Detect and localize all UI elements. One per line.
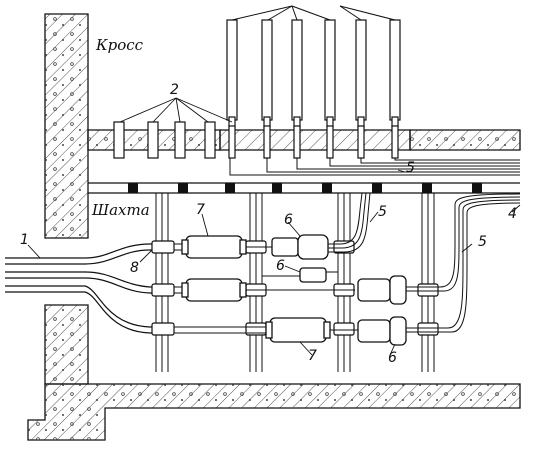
room-label-shaft: Шахта (91, 201, 150, 219)
callout-1: 1 (20, 232, 29, 248)
callout-5-right: 5 (478, 234, 487, 250)
riser-bundle (229, 158, 520, 176)
callout-6-top: 6 (284, 212, 293, 228)
room-label-cross: Кросс (95, 36, 144, 54)
callout-6-middle: 6 (276, 258, 285, 274)
top-leader-lines (231, 5, 396, 21)
terminal-sleeves (271, 234, 407, 346)
shaft-vertical-cables (155, 193, 435, 372)
vertical-risers (226, 19, 401, 128)
concrete-walls (27, 13, 521, 441)
callout-5-middle: 5 (378, 204, 387, 220)
callout-6-bottom: 6 (388, 350, 397, 366)
callout-7-bottom: 7 (308, 348, 317, 364)
output-cables (326, 192, 521, 333)
callout-7-top: 7 (196, 202, 205, 218)
callout-8: 8 (130, 260, 139, 276)
callout-4: 4 (508, 206, 517, 222)
callout-5-top: 5 (406, 160, 415, 176)
callout-2: 2 (170, 82, 179, 98)
support-rail (88, 182, 520, 194)
joint-sleeves (181, 235, 331, 343)
callout-leaders (27, 97, 521, 356)
incoming-cables (5, 243, 170, 334)
